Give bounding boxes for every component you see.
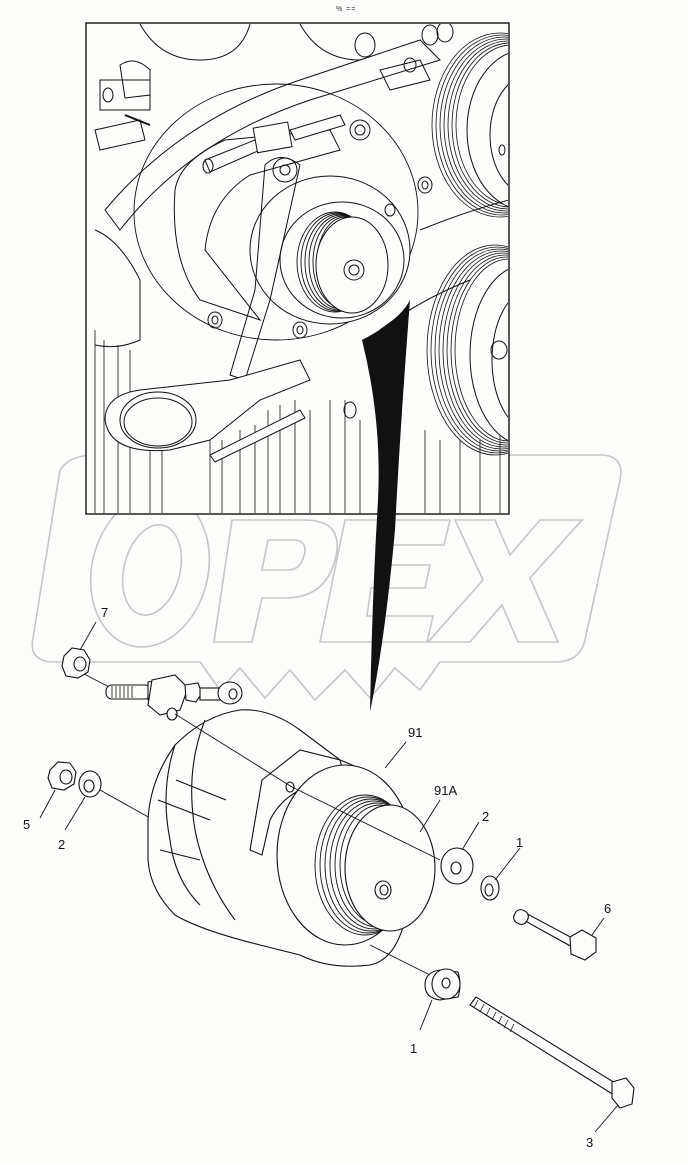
washer-icon (78, 770, 102, 798)
spacer-icon (424, 968, 461, 1001)
hex-nut-icon (47, 761, 77, 791)
callout-label-5: 5 (23, 817, 31, 832)
leader-lines (39, 621, 619, 1133)
washer-icon (440, 847, 474, 885)
callout-label-1-front: 1 (516, 835, 524, 850)
callout-label-91a: 91A (434, 783, 458, 798)
callout-label-6: 6 (604, 901, 612, 916)
callout-arrow (362, 300, 410, 712)
callout-label-2-front: 2 (482, 809, 490, 824)
alternator-icon (147, 709, 436, 967)
callout-label-91: 91 (408, 725, 423, 740)
engine-inset-view (85, 22, 510, 712)
callout-label-2-left: 2 (58, 837, 66, 852)
callout-label-3: 3 (586, 1135, 594, 1150)
callout-label-7: 7 (101, 605, 109, 620)
long-bolt-icon (469, 996, 635, 1109)
adjusting-link-icon (105, 674, 243, 721)
callout-label-1-bottom: 1 (410, 1041, 418, 1056)
hex-nut-icon (61, 647, 91, 679)
lock-washer-icon (480, 875, 500, 901)
exploded-parts (39, 621, 635, 1133)
short-bolt-icon (513, 909, 597, 961)
header-mark: % == (336, 6, 357, 13)
